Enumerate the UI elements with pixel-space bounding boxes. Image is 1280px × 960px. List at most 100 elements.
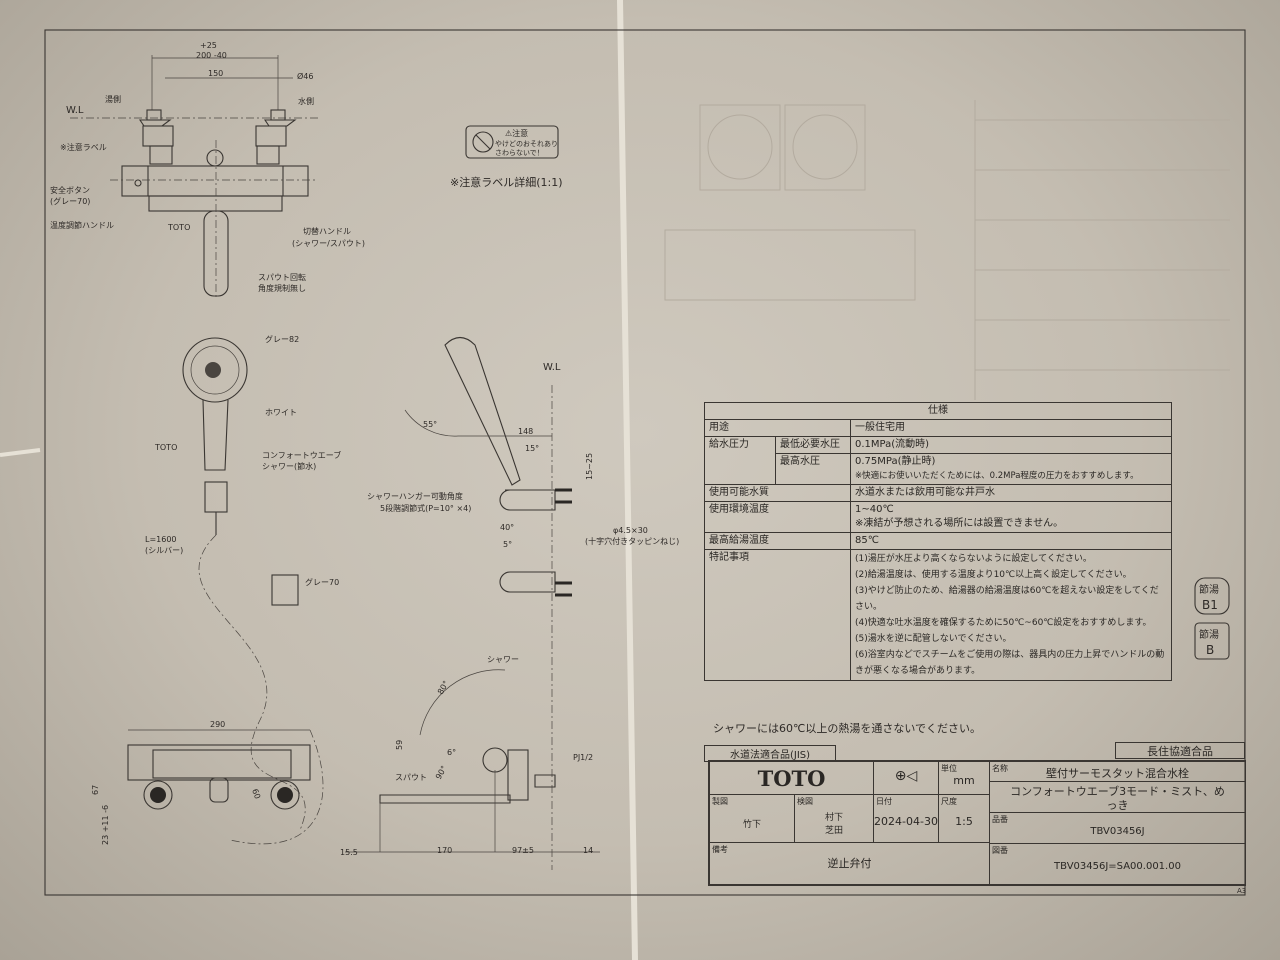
product-subname: コンフォートウエーブ3モード・ミスト、めっき [1010,785,1225,812]
angle-40: 40° [500,523,514,532]
safety-button-label: 安全ボタン [50,185,90,195]
spec-remark: (3)やけど防止のため、給湯器の給湯温度は60℃を超えない設定をしてください。 [855,586,1159,612]
caution-label-callout: ※注意ラベル [60,142,107,152]
spec-label: 使用環境温度 [704,501,851,533]
dim-60: 60 [250,788,262,801]
spec-value: 一般住宅用 [850,419,1172,437]
name-cell: 名称 壁付サーモスタット混合水栓 [989,761,1246,782]
hanger-angle-label: シャワーハンガー可動角度 [367,491,463,501]
angle-55: 55° [423,420,437,429]
caution-line-2: さわらないで！ [495,149,544,157]
drawn-cell: 製図 竹下 [709,794,795,843]
cold-side-label: 水側 [298,96,314,106]
paper-fold [617,0,638,960]
spec-label: 給水圧力 [704,436,776,485]
spec-remark: (2)給湯温度は、使用する温度より10℃以上高く設定してください。 [855,570,1132,580]
checked-label: 検図 [797,797,813,806]
temp-handle-label: 温度調節ハンドル [50,220,114,230]
scale-cell: 尺度 1:5 [938,794,990,843]
spec-remark: (5)湯水を逆に配管しないでください。 [855,634,1012,644]
spec-value: 0.1MPa(流動時) [850,436,1172,454]
paper-edge [0,448,41,457]
dim-170: 170 [437,846,452,855]
dim-97: 97±5 [512,846,534,855]
shower-name-1: コンフォートウエーブ [262,450,341,460]
spec-sublabel: 最低必要水圧 [775,436,851,454]
spec-title: 仕様 [704,402,1172,420]
water-saving-stamp-b [1194,622,1230,660]
spec-remarks-cell: (1)湯圧が水圧より高くならないように設定してください。 (2)給湯温度は、使用… [850,549,1172,681]
spec-value-cell: 0.75MPa(静止時)※快適にお使いいただくためには、0.2MPa程度の圧力を… [850,453,1172,485]
gray82-label: グレー82 [265,334,299,344]
spec-value: 1~40℃ [855,504,894,515]
water-line-label: W.L [66,105,84,116]
unit-value: mm [953,774,975,787]
caution-badge: ⚠注意 [505,128,528,138]
dim-tolerance: +25 [200,41,217,50]
show-through-ghost [664,100,1230,400]
angle-5: 5° [503,540,512,549]
date-label: 日付 [876,797,892,806]
dim-15-25: 15~25 [585,453,594,480]
spout-view-drawing [345,669,600,853]
drawing-border [44,29,1246,896]
remarks-value: 逆止弁付 [827,857,872,870]
drawing-number: TBV03456J=SA00.001.00 [1054,861,1181,872]
hose-color: (シルバー) [145,546,183,555]
pj-label: PJ1/2 [573,753,593,762]
checked-by-1: 村下 [824,813,843,823]
stamp-b-top: 節湯 [1199,628,1219,641]
name-label: 名称 [992,764,1008,773]
date-value: 2024-04-30 [874,815,938,828]
hot-side-label: 湯側 [105,94,121,104]
part-cell: 品番 TBV03456J [989,812,1246,844]
shower-head-drawing [182,337,306,831]
toto-head-label: TOTO [154,443,177,452]
spout-mode-label: スパウト [395,773,427,782]
drawn-label: 製図 [712,797,728,806]
remarks-label: 備考 [712,845,728,854]
product-name: 壁付サーモスタット混合水栓 [1046,767,1189,780]
shower-warning: シャワーには60℃以上の熱湯を通さないでください。 [713,722,981,735]
remarks-cell: 備考 逆止弁付 [709,842,990,885]
white-label: ホワイト [265,408,297,417]
drawing-number-label: 図番 [992,846,1008,855]
logo-cell: TOTO [709,761,874,795]
spec-remark: (1)湯圧が水圧より高くならないように設定してください。 [855,554,1092,564]
angle-15: 15° [525,444,539,453]
angle-6: 6° [447,748,456,757]
dim-14: 14 [583,846,593,855]
dim-15-5: 15.5 [340,848,358,857]
title-block: TOTO ⊕◁ 単位 mm 名称 壁付サーモスタット混合水栓 コンフォートウエー… [708,760,1246,886]
angle-90: 90° [434,764,449,781]
part-number: TBV03456J [1090,826,1145,837]
switch-handle-label: 切替ハンドル [303,226,351,236]
spec-remark: (6)浴室内などでスチームをご使用の際は、器具内の圧力上昇でハンドルの動きが悪く… [855,650,1165,676]
toto-logo: TOTO [757,766,826,791]
date-cell: 日付 2024-04-30 [873,794,939,843]
unit-cell: 単位 mm [938,761,990,795]
spec-label: 使用可能水質 [704,484,851,502]
spec-label: 特記事項 [704,549,851,681]
dim-290: 290 [210,720,225,729]
screw-spec: φ4.5×30 [613,526,648,535]
dim-150: 150 [208,69,223,78]
screw-type: (十字穴付きタッピンねじ) [585,536,679,546]
top-view-drawing [70,55,320,300]
caution-caption: ※注意ラベル詳細(1:1) [450,175,563,189]
part-label: 品番 [992,815,1008,824]
spec-label: 用途 [704,419,851,437]
spec-value-cell: 1~40℃※凍結が予想される場所には設置できません。 [850,501,1172,533]
drawn-by: 竹下 [742,820,761,830]
dim-diameter-46: Ø46 [297,71,313,81]
hanger-steps-label: 5段階調節式(P=10° ×4) [380,503,471,513]
scale-label: 尺度 [941,797,957,806]
shower-name-2: シャワー(節水) [262,461,316,471]
subname-cell: コンフォートウエーブ3モード・ミスト、めっき [989,781,1246,813]
side-view-drawing [404,336,572,870]
front-view-drawing [127,729,324,845]
checked-cell: 検図 村下 芝田 [794,794,874,843]
stamp-b-bottom: B [1206,643,1214,657]
sheet-size: A3 [1237,887,1246,895]
checked-by-2: 芝田 [824,826,843,836]
